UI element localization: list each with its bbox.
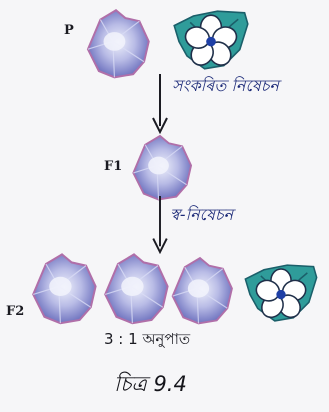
cross-fertilization-label: সংকৰিত নিষেচন xyxy=(172,78,279,94)
white-flower-icon xyxy=(170,8,252,72)
violet-flower-icon xyxy=(120,130,200,204)
self-fertilization-label: স্ব-নিষেচন xyxy=(170,207,233,223)
white-flower-icon xyxy=(242,262,320,324)
figure-caption: চিত্ৰ 9.4 xyxy=(114,368,187,403)
arrow-down-icon xyxy=(150,196,170,254)
arrow-down-icon xyxy=(150,74,170,134)
parent-generation-label: P xyxy=(64,24,74,37)
violet-flower-icon xyxy=(160,252,240,328)
violet-flower-icon xyxy=(74,4,158,82)
ratio-label: 3 : 1 অনুপাত xyxy=(104,328,190,353)
